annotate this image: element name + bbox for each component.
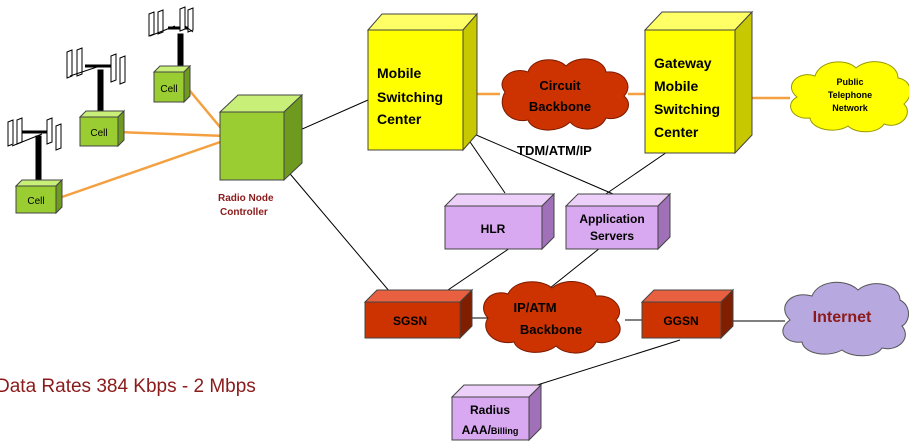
internet-cloud: Internet [782,281,909,357]
radius-aaa-text: AAA/ [462,423,492,437]
app-servers-line1: Application [579,212,644,226]
ggsn: GGSN [640,288,735,340]
ip-atm-backbone-line2: Backbone [520,322,582,337]
ip-atm-backbone-cloud: IP/ATM Backbone [483,281,621,354]
link-cell-rnc-2 [117,130,227,138]
circuit-backbone-cloud: Circuit Backbone [501,58,629,131]
internet-label: Internet [813,309,872,326]
link-ggsn-radius [514,339,681,393]
cell-label-1: Cell [160,84,177,95]
link-hlr-sgsn [444,247,511,293]
gmsc-label-line2: Mobile [654,78,699,94]
mobile-switching-center: Mobile Switching Center [366,12,479,152]
cell-tower-2: Cell [66,47,126,148]
cell-box-2: Cell [78,109,126,148]
radio-node-controller [218,93,304,182]
cell-box-3: Cell [14,178,64,215]
radius-aaa-billing: Radius AAA/Billing [450,383,543,442]
cell-label-2: Cell [90,128,107,139]
ggsn-label: GGSN [663,314,698,328]
link-cell-rnc-1 [184,84,226,134]
tdm-atm-ip-label: TDM/ATM/IP [517,143,592,158]
hlr: HLR [443,192,556,251]
circuit-backbone-line2: Backbone [529,99,591,114]
gateway-mobile-switching-center: Gateway Mobile Switching Center [643,10,754,155]
ip-atm-backbone-line1: IP/ATM [513,300,556,315]
msc-label-line2: Switching [377,89,443,105]
cell-label-3: Cell [27,196,44,207]
application-servers: Application Servers [564,192,672,251]
app-servers-line2: Servers [590,229,634,243]
cell-tower-3: Cell [7,117,64,215]
data-rates-note: Data Rates 384 Kbps - 2 Mbps [0,376,256,397]
radius-label-line2: AAA/Billing [462,423,519,437]
gmsc-label-line1: Gateway [654,55,712,71]
cell-box-1: Cell [152,64,192,104]
link-gmsc-appservers [599,149,671,199]
public-telephone-network-cloud: Public Telephone Network [790,61,909,133]
radius-billing-text: Billing [491,426,519,436]
rnc-label-line1: Radio Node [218,193,274,204]
gmsc-label-line3: Switching [654,101,720,117]
rnc-label-line2: Controller [220,207,268,218]
pstn-label-line2: Telephone [828,90,872,100]
msc-label-line1: Mobile [377,65,422,81]
link-rnc-sgsn [279,161,391,293]
antenna-icon [7,117,62,181]
radius-label-line1: Radius [470,403,510,417]
antenna-icon [148,6,194,68]
msc-label-line3: Center [377,111,422,127]
orange-links [61,84,790,199]
pstn-label-line1: Public [836,77,863,87]
gmsc-label-line4: Center [654,124,699,140]
pstn-label-line3: Network [832,103,869,113]
link-rnc-msc [299,99,369,131]
link-msc-appservers [459,127,621,198]
link-cell-rnc-3 [61,138,227,199]
sgsn: SGSN [363,288,474,340]
hlr-label: HLR [481,222,506,236]
sgsn-label: SGSN [393,314,427,328]
antenna-icon [66,47,126,113]
cell-tower-1: Cell [148,6,194,104]
circuit-backbone-line1: Circuit [539,78,581,93]
